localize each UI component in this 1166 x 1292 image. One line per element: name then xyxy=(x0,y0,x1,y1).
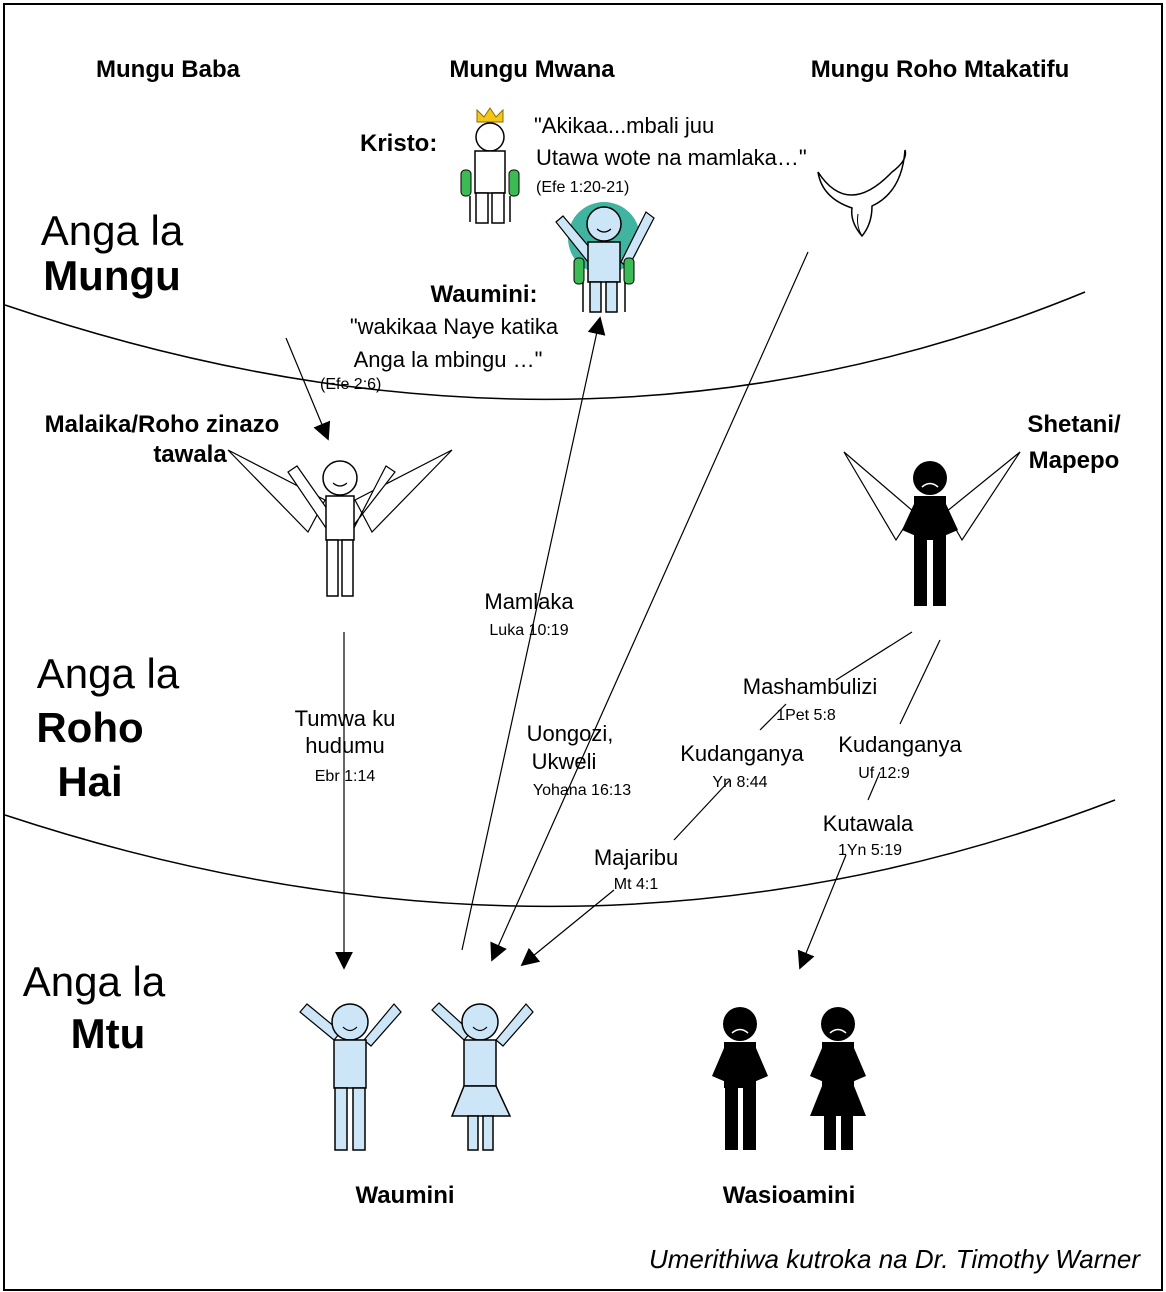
boundary-god-spirit xyxy=(4,291,1086,401)
realm-spirit-line1: Anga la xyxy=(37,650,180,697)
christ-label: Kristo: xyxy=(360,130,437,157)
realm-god-line2: Mungu xyxy=(43,252,181,299)
deceive1-label: Kudanganya xyxy=(680,741,804,766)
guidance-label-line1: Uongozi, xyxy=(527,721,614,746)
realm-god-line1: Anga la xyxy=(41,207,184,254)
unbeliever-man-figure xyxy=(712,1007,768,1150)
believer-man-figure xyxy=(299,1003,402,1151)
realm-man-line2: Mtu xyxy=(71,1010,146,1057)
attacks-reference: 1Pet 5:8 xyxy=(776,707,836,724)
arrow-rule-unbelievers xyxy=(797,854,847,970)
rule-reference: 1Yn 5:19 xyxy=(838,842,902,859)
deceive1-reference: Yn 8:44 xyxy=(712,774,767,791)
angels-label-line2: tawala xyxy=(153,441,227,468)
arrow-temptation-believers xyxy=(520,889,615,967)
believers-seated-label: Waumini: xyxy=(430,281,537,308)
believers-seated-reference: (Efe 2:6) xyxy=(320,376,381,393)
temptation-label: Majaribu xyxy=(594,845,678,870)
christ-quote-line2: Utawa wote na mamlaka…" xyxy=(536,145,807,170)
temptation-reference: Mt 4:1 xyxy=(614,876,659,893)
header-father: Mungu Baba xyxy=(96,56,241,83)
authority-reference: Luka 10:19 xyxy=(489,622,568,639)
header-son: Mungu Mwana xyxy=(449,56,615,83)
line-satan-deceive xyxy=(899,639,941,725)
credit-line: Umerithiwa kutroka na Dr. Timothy Warner xyxy=(649,1244,1141,1274)
crown-icon xyxy=(476,107,504,123)
believers-seated-quote-line1: "wakikaa Naye katika xyxy=(350,314,559,339)
boundary-spirit-man xyxy=(4,799,1116,908)
realm-spirit-line3: Hai xyxy=(57,758,122,805)
header-spirit: Mungu Roho Mtakatifu xyxy=(811,56,1070,83)
service-reference: Ebr 1:14 xyxy=(315,768,376,785)
believers-group-label: Waumini xyxy=(355,1182,454,1209)
line-deceive-rule xyxy=(867,771,881,801)
guidance-label-line2: Ukweli xyxy=(532,749,597,774)
diagram-frame xyxy=(3,3,1163,1291)
guidance-reference: Yohana 16:13 xyxy=(533,782,631,799)
unbelievers-group-label: Wasioamini xyxy=(723,1182,855,1209)
dove-icon xyxy=(817,149,907,238)
service-label-line1: Tumwa ku xyxy=(295,706,396,731)
rule-label: Kutawala xyxy=(823,811,914,836)
arrow-authority xyxy=(461,316,606,951)
line-deceive-temptation xyxy=(673,779,731,841)
believer-woman-figure xyxy=(431,1002,534,1151)
angel-figure xyxy=(227,449,453,597)
deceive2-reference: Uf 12:9 xyxy=(858,765,910,782)
angels-label-line1: Malaika/Roho zinazo xyxy=(45,411,280,438)
authority-label: Mamlaka xyxy=(484,589,574,614)
line-attacks-deceive xyxy=(759,703,787,731)
realm-man-line1: Anga la xyxy=(23,958,166,1005)
line-satan-attacks xyxy=(835,631,913,681)
realm-spirit-line2: Roho xyxy=(36,704,143,751)
arrow-father-angels xyxy=(285,337,331,441)
satan-label-line2: Mapepo xyxy=(1029,447,1120,474)
christ-reference: (Efe 1:20-21) xyxy=(536,179,629,196)
satan-label-line1: Shetani/ xyxy=(1027,411,1121,438)
christ-figure xyxy=(460,107,520,224)
arrow-spirit-guidance xyxy=(490,251,809,962)
seated-believer-figure xyxy=(555,202,655,313)
christ-quote-line1: "Akikaa...mbali juu xyxy=(534,113,714,138)
attacks-label: Mashambulizi xyxy=(743,674,878,699)
service-label-line2: hudumu xyxy=(305,733,385,758)
deceive2-label: Kudanganya xyxy=(838,732,962,757)
believers-seated-quote-line2: Anga la mbingu …" xyxy=(354,347,543,372)
satan-figure xyxy=(843,451,1021,606)
unbeliever-woman-figure xyxy=(810,1007,866,1150)
